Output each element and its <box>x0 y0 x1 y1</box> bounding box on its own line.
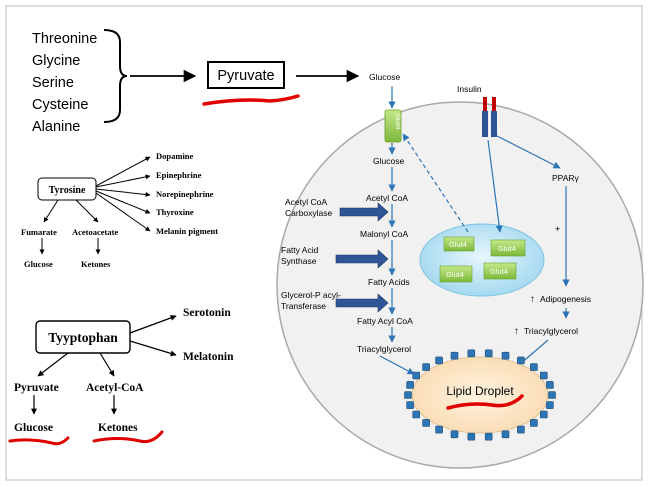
enzyme-acetyl-coa-carboxylase-2: Carboxylase <box>285 208 333 218</box>
red-underline-droplet <box>446 394 524 410</box>
droplet-surface-proteins <box>404 349 556 441</box>
droplet-protein <box>530 419 538 427</box>
tyrosine-product-thyroxine: Thyroxine <box>156 207 194 217</box>
droplet-protein <box>484 432 493 441</box>
tyrosine-product-dopamine: Dopamine <box>156 151 194 161</box>
lipid-droplet-label: Lipid Droplet <box>446 384 514 398</box>
pyruvate-box <box>207 61 285 89</box>
amino-acid-cysteine: Cysteine <box>32 97 88 113</box>
tryptophan-glucose: Glucose <box>14 422 53 434</box>
cell-fatty-acyl-coa: Fatty Acyl CoA <box>357 316 413 326</box>
tyrosine-acetoacetate: Acetoacetate <box>72 227 118 237</box>
droplet-protein <box>404 391 412 399</box>
amino-bracket <box>103 29 128 123</box>
vesicle-glut4-group <box>439 236 526 283</box>
glut4-vesicle <box>419 223 545 297</box>
droplet-protein <box>412 371 421 380</box>
enzyme-arrow-2 <box>335 249 389 269</box>
droplet-protein <box>422 419 430 427</box>
droplet-protein <box>546 381 554 389</box>
cell-triacylglycerol: Triacylglycerol <box>357 344 411 354</box>
amino-acid-serine: Serine <box>32 75 74 91</box>
enzyme-arrow-3 <box>335 293 389 313</box>
red-underline-ketones <box>92 430 164 444</box>
insulin-receptor <box>482 97 497 137</box>
enzyme-arrow-1 <box>339 202 389 222</box>
tryptophan-box <box>35 320 131 354</box>
droplet-protein <box>517 425 525 434</box>
droplet-protein <box>539 371 548 380</box>
droplet-protein <box>435 425 443 434</box>
droplet-protein <box>450 351 459 360</box>
cell-glucose-outside: Glucose <box>369 72 400 82</box>
pyruvate-label: Pyruvate <box>217 68 274 84</box>
red-underline-pyruvate <box>202 94 300 106</box>
frame <box>5 5 643 481</box>
ppar-gamma-label: PPARγ <box>552 173 580 183</box>
droplet-protein <box>546 401 554 409</box>
glut4-transporter-label: Glut4 <box>394 114 401 130</box>
tryptophan-pyruvate: Pyruvate <box>14 382 59 394</box>
droplet-protein <box>406 381 414 389</box>
droplet-protein <box>412 410 421 419</box>
vesicle-glut4-2: Glut4 <box>498 244 516 253</box>
arrow-vesicle-to-membrane <box>402 133 469 233</box>
tryptophan-serotonin: Serotonin <box>183 307 231 319</box>
triacylglycerol-right-label: Triacylglycerol <box>524 326 578 336</box>
enzyme-acetyl-coa-carboxylase-1: Acetyl CoA <box>285 197 327 207</box>
droplet-protein <box>450 430 459 439</box>
amino-acid-alanine: Alanine <box>32 119 80 135</box>
tryptophan-ketones: Ketones <box>98 422 138 434</box>
droplet-protein <box>501 351 510 360</box>
amino-acid-glycine: Glycine <box>32 53 80 69</box>
droplet-protein <box>539 410 548 419</box>
droplet-protein <box>467 349 476 358</box>
enzyme-fatty-acid-synthase-2: Synthase <box>281 256 317 266</box>
cell-malonyl-coa: Malonyl CoA <box>360 229 409 239</box>
vesicle-glut4-1: Glut4 <box>449 240 467 249</box>
droplet-protein <box>406 401 414 409</box>
up-arrow-triacylglycerol: ↑ <box>514 326 519 337</box>
tyrosine-product-melanin: Melanin pigment <box>156 226 218 236</box>
vesicle-glut4-3: Glut4 <box>446 270 464 279</box>
droplet-protein <box>517 356 525 365</box>
tyrosine-label: Tyrosine <box>49 185 86 196</box>
plus-sign: + <box>555 224 560 234</box>
tryptophan-melatonin: Melatonin <box>183 351 234 363</box>
droplet-protein <box>422 363 430 371</box>
insulin-label: Insulin <box>457 84 482 94</box>
tyrosine-ketones: Ketones <box>81 259 111 269</box>
tryptophan-label: Tyyptophan <box>48 330 118 345</box>
arrow-insulin-to-vesicle <box>487 139 503 233</box>
amino-acid-threonine: Threonine <box>32 31 97 47</box>
tyrosine-product-epinephrine: Epinephrine <box>156 170 202 180</box>
cell-fatty-acids: Fatty Acids <box>368 277 410 287</box>
arrow-insulin-to-ppar <box>496 135 561 169</box>
droplet-protein <box>530 363 538 371</box>
cell-acetyl-coa: Acetyl CoA <box>366 193 408 203</box>
up-arrow-adipogenesis: ↑ <box>530 294 535 305</box>
glut4-transporter <box>384 109 402 143</box>
vesicle-glut4-4: Glut4 <box>490 267 508 276</box>
tyrosine-fumarate: Fumarate <box>21 227 57 237</box>
tyrosine-product-norepinephrine: Norepinephrine <box>156 189 214 199</box>
enzyme-fatty-acid-synthase-1: Fatty Acid <box>281 245 319 255</box>
tryptophan-acetyl-coa: Acetyl-CoA <box>86 382 144 394</box>
droplet-protein <box>548 391 556 399</box>
droplet-protein <box>501 430 510 439</box>
droplet-protein <box>435 356 443 365</box>
enzyme-glycerol-transferase-2: Transferase <box>281 301 326 311</box>
enzyme-glycerol-transferase-1: Glycerol-P acyl- <box>281 290 341 300</box>
cell-glucose-inside: Glucose <box>373 156 404 166</box>
adipogenesis-label: Adipogenesis <box>540 294 591 304</box>
droplet-protein <box>467 432 476 441</box>
lipid-droplet <box>411 356 549 434</box>
tyrosine-glucose: Glucose <box>24 259 53 269</box>
red-underline-glucose <box>8 436 70 446</box>
droplet-protein <box>484 349 493 358</box>
